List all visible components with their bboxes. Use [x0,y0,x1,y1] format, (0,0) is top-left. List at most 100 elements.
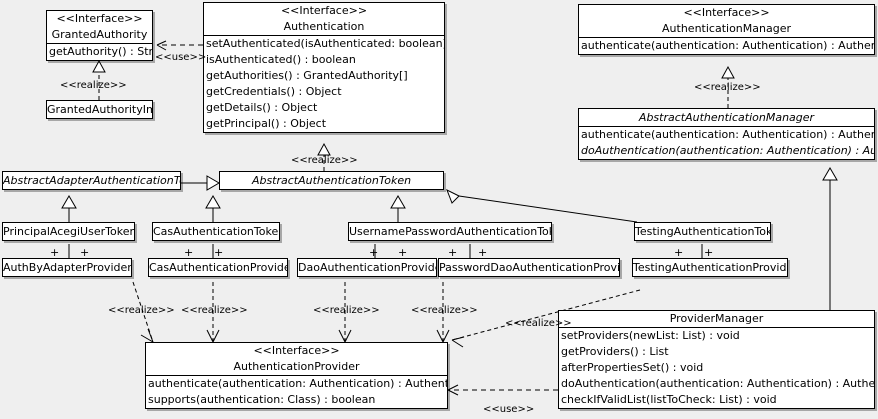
compartment-divider [579,37,874,38]
class-authentication-provider[interactable]: <<Interface>> AuthenticationProvider aut… [145,342,448,409]
multiplicity-marker: + [704,246,714,259]
class-name-label: TestingAuthenticationProvider [633,261,788,274]
operation-row: checkIfValidList(listToCheck: List) : vo… [561,393,777,406]
multiplicity-marker: + [398,246,408,259]
edge-label-realize-granted-authority-impl: <<realize>> [60,80,127,91]
class-username-password-authentication-token[interactable]: UsernamePasswordAuthenticationToken [348,222,552,241]
class-abstract-adapter-authentication-token[interactable]: AbstractAdapterAuthenticationToken [2,171,181,190]
class-header: PasswordDaoAuthenticationProvider [439,259,619,276]
class-name-label: AbstractAuthenticationManager [638,111,815,124]
class-name-label: PrincipalAcegiUserToken [3,225,135,238]
class-abstract-authentication-manager[interactable]: AbstractAuthenticationManager authentica… [578,108,875,160]
class-testing-authentication-token[interactable]: TestingAuthenticationToken [634,222,771,241]
edge-generalization-provider-manager [822,167,838,310]
multiplicity-marker: + [369,246,379,259]
multiplicity-marker: + [478,246,488,259]
class-name-label: GrantedAuthorityImpl [47,103,152,116]
operation-row: getDetails() : Object [206,101,318,114]
class-header: UsernamePasswordAuthenticationToken [349,223,551,240]
edge-generalization-principal-acegi-token [61,195,77,222]
class-header: TestingAuthenticationProvider [633,259,787,276]
class-name-label: TestingAuthenticationToken [635,225,771,238]
class-name-label: GrantedAuthority [51,28,148,41]
class-header: <<Interface>> GrantedAuthority [47,11,152,43]
edge-use-authentication-granted-authority [156,40,203,51]
multiplicity-marker: + [674,246,684,259]
class-cas-authentication-token[interactable]: CasAuthenticationToken [152,222,280,241]
class-name-label: AuthenticationProvider [233,360,360,373]
operations-compartment: authenticate(authentication: Authenticat… [146,376,447,408]
class-header: <<Interface>> AuthenticationProvider [146,343,447,375]
class-header: AuthByAdapterProvider [3,259,131,276]
stereotype-label: <<Interface>> [253,344,340,357]
class-name-label: AbstractAuthenticationToken [251,174,412,187]
compartment-divider [204,35,444,36]
edge-label-realize-testing-provider: <<realize>> [505,318,572,329]
edge-generalization-adapter-token [181,175,220,191]
class-auth-by-adapter-provider[interactable]: AuthByAdapterProvider [2,258,132,277]
operation-row: getCredentials() : Object [206,85,342,98]
operation-row: authenticate(authentication: Authenticat… [581,128,874,141]
class-header: GrantedAuthorityImpl [47,101,152,118]
class-header: AbstractAuthenticationManager [579,109,874,126]
compartment-divider [47,43,152,44]
class-header: AbstractAdapterAuthenticationToken [3,172,180,189]
operation-row: setAuthenticated(isAuthenticated: boolea… [206,37,445,50]
operations-compartment: setProviders(newList: List) : void getPr… [559,328,874,408]
class-name-label: Authentication [283,20,365,33]
operations-compartment: setAuthenticated(isAuthenticated: boolea… [204,36,444,132]
edge-label-realize-auth-by-adapter: <<realize>> [108,305,175,316]
class-header: PrincipalAcegiUserToken [3,223,134,240]
stereotype-label: <<Interface>> [280,4,368,17]
class-principal-acegi-user-token[interactable]: PrincipalAcegiUserToken [2,222,135,241]
class-password-dao-authentication-provider[interactable]: PasswordDaoAuthenticationProvider [438,258,620,277]
class-name-label: CasAuthenticationToken [153,225,280,238]
class-granted-authority-impl[interactable]: GrantedAuthorityImpl [46,100,153,119]
compartment-divider [146,375,447,376]
operations-compartment: getAuthority() : String [47,44,152,60]
class-header: <<Interface>> AuthenticationManager [579,5,874,37]
class-dao-authentication-provider[interactable]: DaoAuthenticationProvider [297,258,437,277]
class-header: DaoAuthenticationProvider [298,259,436,276]
multiplicity-marker: + [80,246,90,259]
class-name-label: ProviderManager [669,312,764,325]
stereotype-label: <<Interface>> [56,12,143,25]
class-name-label: UsernamePasswordAuthenticationToken [349,225,552,238]
edge-use-provider-manager [447,384,558,396]
operation-row: doAuthentication(authentication: Authent… [581,144,874,157]
class-header: <<Interface>> Authentication [204,3,444,35]
multiplicity-marker: + [184,246,194,259]
class-cas-authentication-provider[interactable]: CasAuthenticationProvider [148,258,288,277]
class-granted-authority[interactable]: <<Interface>> GrantedAuthority getAuthor… [46,10,153,61]
operation-row: getProviders() : List [561,345,669,358]
operation-row: setProviders(newList: List) : void [561,329,740,342]
class-header: ProviderManager [559,311,874,327]
class-name-label: PasswordDaoAuthenticationProvider [439,261,620,274]
class-name-label: AuthenticationManager [662,22,791,35]
edge-generalization-testing-token [446,188,638,223]
edge-label-use-provider-manager: <<use>> [483,404,535,415]
class-header: TestingAuthenticationToken [635,223,770,240]
class-name-label: AbstractAdapterAuthenticationToken [3,174,180,187]
multiplicity-marker: + [214,246,224,259]
operation-row: doAuthentication(authentication: Authent… [561,377,875,390]
multiplicity-marker: + [50,246,60,259]
stereotype-label: <<Interface>> [683,6,770,19]
operation-row: afterPropertiesSet() : void [561,361,704,374]
class-name-label: DaoAuthenticationProvider [298,261,437,274]
edge-label-realize-abstract-token-authentication: <<realize>> [291,155,358,166]
edge-label-use-granted-authority: <<use>> [155,52,207,63]
class-authentication[interactable]: <<Interface>> Authentication setAuthenti… [203,2,445,133]
class-testing-authentication-provider[interactable]: TestingAuthenticationProvider [632,258,788,277]
edge-generalization-username-password-token [390,195,406,222]
class-authentication-manager[interactable]: <<Interface>> AuthenticationManager auth… [578,4,875,55]
class-abstract-authentication-token[interactable]: AbstractAuthenticationToken [219,171,444,190]
class-provider-manager[interactable]: ProviderManager setProviders(newList: Li… [558,310,875,409]
operations-compartment: authenticate(authentication: Authenticat… [579,127,874,159]
class-header: CasAuthenticationToken [153,223,279,240]
edge-label-realize-password-dao-provider: <<realize>> [411,305,478,316]
operation-row: isAuthenticated() : boolean [206,53,356,66]
compartment-divider [559,327,874,328]
edge-label-realize-cas-provider: <<realize>> [181,305,248,316]
edge-label-realize-abstract-manager: <<realize>> [694,82,761,93]
